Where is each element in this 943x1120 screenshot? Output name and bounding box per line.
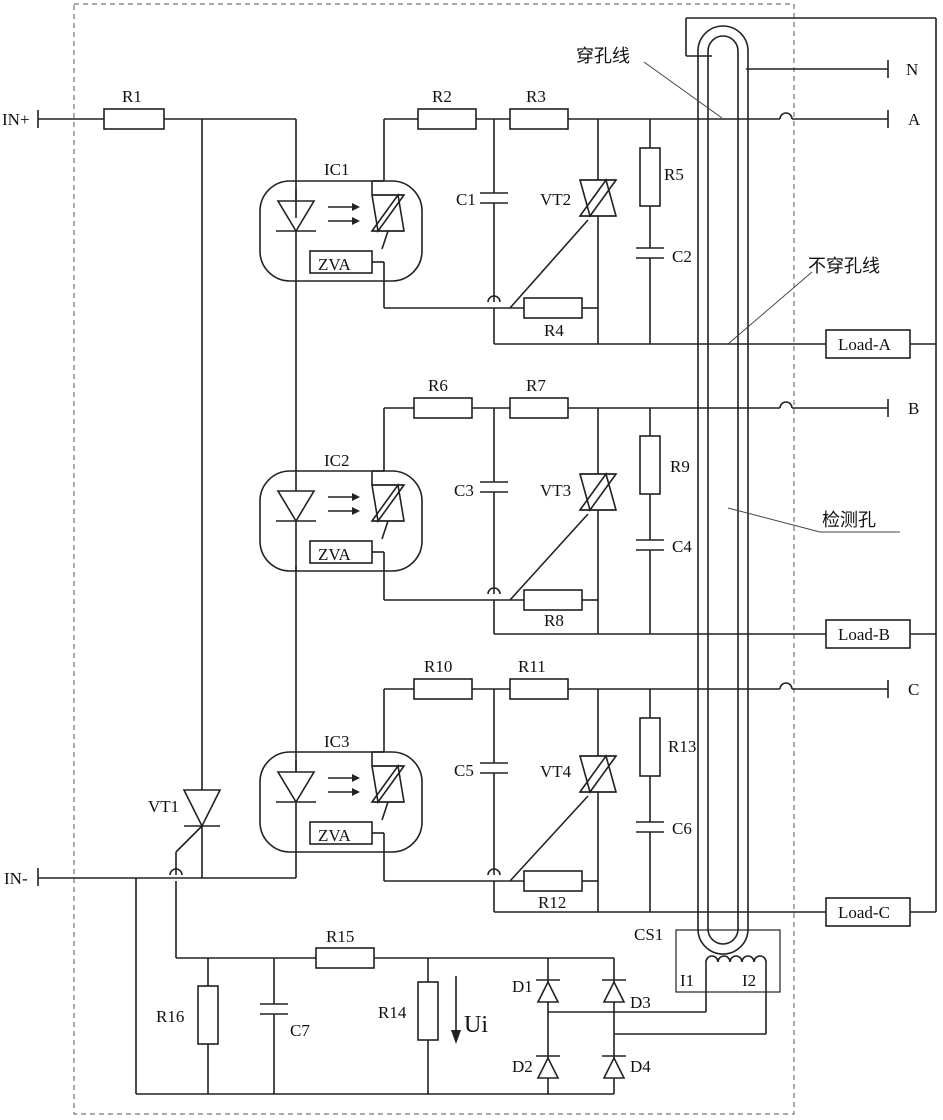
cs1-label: CS1: [634, 925, 663, 944]
load-b-label: Load-B: [838, 625, 890, 644]
r11-label: R11: [518, 657, 546, 676]
r9-label: R9: [670, 457, 690, 476]
c3-label: C3: [454, 481, 474, 500]
c4-label: C4: [672, 537, 692, 556]
ic2-zva-label: ZVA: [318, 545, 351, 564]
terminal-c-label: C: [908, 680, 919, 699]
resistor-r10: [414, 679, 472, 699]
i2-label: I2: [742, 971, 756, 990]
d3-label: D3: [630, 993, 651, 1012]
triac-vt3: [580, 474, 616, 510]
resistor-r14: [418, 982, 438, 1040]
detection-hole-outer: [698, 26, 748, 954]
resistor-r2: [418, 109, 476, 129]
r16-label: R16: [156, 1007, 184, 1026]
r15-label: R15: [326, 927, 354, 946]
vt3-label: VT3: [540, 481, 571, 500]
resistor-r12: [524, 871, 582, 891]
terminal-b-label: B: [908, 399, 919, 418]
r8-label: R8: [544, 611, 564, 630]
diode-d3: [602, 980, 626, 1002]
resistor-r11: [510, 679, 568, 699]
r12-label: R12: [538, 893, 566, 912]
ic1-zva-label: ZVA: [318, 255, 351, 274]
i1-label: I1: [680, 971, 694, 990]
load-c-label: Load-C: [838, 903, 890, 922]
d4-label: D4: [630, 1057, 651, 1076]
resistor-r13: [640, 718, 660, 776]
vt1-label: VT1: [148, 797, 179, 816]
ic3-zva-label: ZVA: [318, 826, 351, 845]
detection-hole-label: 检测孔: [822, 510, 876, 531]
triac-vt2: [580, 180, 616, 216]
ic3-label: IC3: [324, 732, 350, 751]
resistor-r15: [316, 948, 374, 968]
resistor-r7: [510, 398, 568, 418]
c1-label: C1: [456, 190, 476, 209]
resistor-r6: [414, 398, 472, 418]
c5-label: C5: [454, 761, 474, 780]
resistor-r3: [510, 109, 568, 129]
resistor-r8: [524, 590, 582, 610]
triac-vt4: [580, 756, 616, 792]
in-minus-label: IN-: [4, 869, 28, 888]
ic2-label: IC2: [324, 451, 350, 470]
r10-label: R10: [424, 657, 452, 676]
resistor-r1: [104, 109, 164, 129]
sensor-coil: [706, 956, 766, 962]
r14-label: R14: [378, 1003, 407, 1022]
c7-label: C7: [290, 1021, 310, 1040]
resistor-r9: [640, 436, 660, 494]
c6-label: C6: [672, 819, 692, 838]
diode-d1: [536, 980, 560, 1002]
r6-label: R6: [428, 376, 448, 395]
in-plus-terminal: IN+: [2, 110, 104, 129]
resistor-r16: [198, 986, 218, 1044]
resistor-r5: [640, 148, 660, 206]
d2-label: D2: [512, 1057, 533, 1076]
diode-d4: [602, 1056, 626, 1078]
r2-label: R2: [432, 87, 452, 106]
non-through-wire-label: 不穿孔线: [808, 256, 880, 277]
detection-hole-inner: [708, 36, 738, 944]
resistor-r4: [524, 298, 582, 318]
r5-label: R5: [664, 165, 684, 184]
r7-label: R7: [526, 376, 546, 395]
r1-label: R1: [122, 87, 142, 106]
in-plus-label: IN+: [2, 110, 30, 129]
r3-label: R3: [526, 87, 546, 106]
ic1-label: IC1: [324, 160, 350, 179]
load-a-label: Load-A: [838, 335, 892, 354]
c2-label: C2: [672, 247, 692, 266]
d1-label: D1: [512, 977, 533, 996]
ui-label: Ui: [464, 1012, 488, 1038]
vt4-label: VT4: [540, 762, 572, 781]
enclosure: [74, 4, 794, 1114]
r4-label: R4: [544, 321, 564, 340]
terminal-a-label: A: [908, 110, 921, 129]
through-wire-label: 穿孔线: [576, 46, 630, 67]
terminal-n-label: N: [906, 60, 918, 79]
vt2-label: VT2: [540, 190, 571, 209]
r13-label: R13: [668, 737, 696, 756]
in-minus-terminal: IN-: [4, 868, 296, 888]
diode-d2: [536, 1056, 560, 1078]
